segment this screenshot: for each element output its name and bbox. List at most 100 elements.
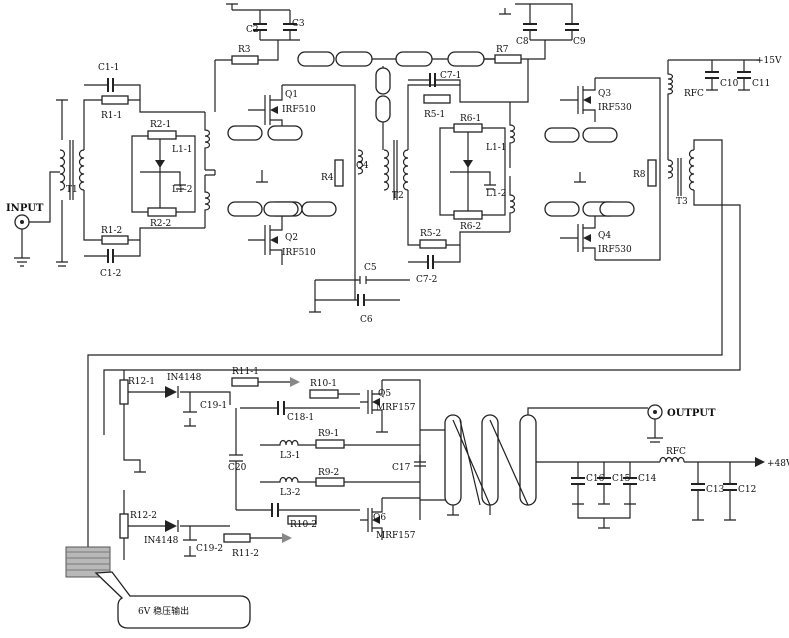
r10-1-resistor	[309, 389, 339, 399]
r7-label: R7	[496, 45, 509, 55]
c19-2-label: C19-2	[196, 544, 223, 554]
stage2-driver: T2 C7-1 R5-1 R5-2 C7-2 R6-1 R6-2 L1-1 L1…	[87, 3, 782, 560]
r9-1-label: R9-1	[318, 429, 339, 439]
r10-1-label: R10-1	[310, 379, 337, 389]
c8-label: C8	[516, 37, 529, 47]
r6-2-resistor	[453, 210, 483, 220]
r12-2-resistor	[119, 513, 129, 539]
stage1-driver: INPUT T1 C1-1 R1-1 R1-2 C1-2 R2-1 R2-	[6, 3, 495, 325]
r6-1-resistor	[453, 123, 483, 133]
r11-1-resistor	[231, 377, 259, 387]
r6-1-label: R6-1	[460, 114, 481, 124]
r1-2-label: R1-2	[101, 226, 122, 236]
t1-label: T1	[66, 185, 78, 195]
r5-1-label: R5-1	[424, 110, 445, 120]
stage3-output: R12-1 IN4148 C19-1 R11-1 R10-1 Q5 MRF157…	[65, 367, 789, 629]
q2-label: Q2	[285, 233, 298, 243]
q5-part: MRF157	[376, 403, 416, 413]
r11-1-label: R11-1	[232, 367, 259, 377]
r11-2-resistor	[223, 533, 251, 543]
l1-1b-label: L1-1	[486, 143, 506, 153]
c17-label: C17	[392, 463, 411, 473]
r2-2-resistor	[147, 207, 177, 217]
c18-1-label: C18-1	[287, 413, 314, 423]
c15-label: C15	[612, 474, 631, 484]
c4-label: C4	[356, 161, 369, 171]
c10-label: C10	[720, 79, 739, 89]
q3-label: Q3	[598, 89, 611, 99]
r2-1-resistor	[147, 130, 177, 140]
l1-2-label: L1-2	[172, 185, 192, 195]
c20-label: C20	[228, 463, 247, 473]
r12-2-label: R12-2	[130, 511, 157, 521]
c19-1-label: C19-1	[200, 401, 227, 411]
l1-2b-label: L1-2	[486, 189, 506, 199]
c7-1-label: C7-1	[440, 71, 461, 81]
rfc-48v-label: RFC	[666, 447, 686, 457]
c11-label: C11	[752, 79, 770, 89]
balun-core-1	[444, 414, 462, 506]
v15-label: +15V	[756, 56, 782, 66]
r9-2-resistor	[315, 477, 345, 487]
v48-label: +48V	[767, 459, 789, 469]
q1-label: Q1	[285, 90, 298, 100]
r3-label: R3	[238, 45, 251, 55]
l1-1-label: L1-1	[172, 145, 192, 155]
callout-text: 6V 稳压输出	[138, 605, 189, 617]
c14-label: C14	[638, 474, 657, 484]
q1-part: IRF510	[282, 105, 316, 115]
transformer-t1	[56, 99, 85, 267]
q2-mosfet	[248, 215, 283, 265]
r9-2-label: R9-2	[318, 468, 339, 478]
r10-2-label: R10-2	[290, 520, 317, 530]
l3-2-label: L3-2	[280, 488, 300, 498]
q6-part: MRF157	[376, 531, 416, 541]
c1-1-label: C1-1	[98, 63, 119, 73]
input-label: INPUT	[6, 203, 44, 214]
q6-label: Q6	[373, 513, 386, 523]
c1-2-label: C1-2	[100, 269, 121, 279]
l3-1-label: L3-1	[280, 451, 300, 461]
output-label: OUTPUT	[667, 408, 716, 419]
r6-2-label: R6-2	[460, 222, 481, 232]
c2-label: C2	[246, 25, 259, 35]
t3-label: T3	[676, 197, 688, 207]
c16-label: C16	[586, 474, 605, 484]
r9-1-resistor	[315, 439, 345, 449]
c9-label: C9	[573, 37, 586, 47]
r1-1-resistor	[101, 95, 129, 105]
r10-2-resistor	[287, 515, 317, 525]
q4-label: Q4	[598, 231, 611, 241]
r7-resistor	[494, 54, 522, 64]
r3-resistor	[231, 55, 259, 65]
r12-1-label: R12-1	[128, 377, 155, 387]
in4148-1-label: IN4148	[167, 373, 202, 383]
c12-label: C12	[738, 485, 756, 495]
c6-label: C6	[360, 315, 373, 325]
c7-2-label: C7-2	[416, 275, 437, 285]
r5-1-resistor	[423, 94, 451, 104]
c3-label: C3	[292, 19, 305, 29]
r8-label: R8	[633, 170, 646, 180]
q5-label: Q5	[378, 389, 391, 399]
q1-mosfet	[248, 84, 356, 240]
r11-2-label: R11-2	[232, 549, 259, 559]
t2-label: T2	[392, 191, 404, 201]
in4148-2-label: IN4148	[144, 536, 179, 546]
r1-1-label: R1-1	[101, 111, 122, 121]
r5-2-label: R5-2	[420, 229, 441, 239]
r2-1-label: R2-1	[150, 120, 171, 130]
c13-label: C13	[706, 485, 725, 495]
q2-part: IRF510	[282, 248, 316, 258]
rfc-15v-label: RFC	[684, 89, 704, 99]
q4-part: IRF530	[598, 245, 632, 255]
q3-part: IRF530	[598, 103, 632, 113]
r12-1-resistor	[119, 379, 129, 405]
r1-2-resistor	[101, 235, 129, 245]
r8-resistor	[647, 159, 657, 187]
c5-label: C5	[364, 263, 377, 273]
r4-resistor	[334, 159, 344, 187]
r4-label: R4	[321, 173, 334, 183]
r2-2-label: R2-2	[150, 219, 171, 229]
